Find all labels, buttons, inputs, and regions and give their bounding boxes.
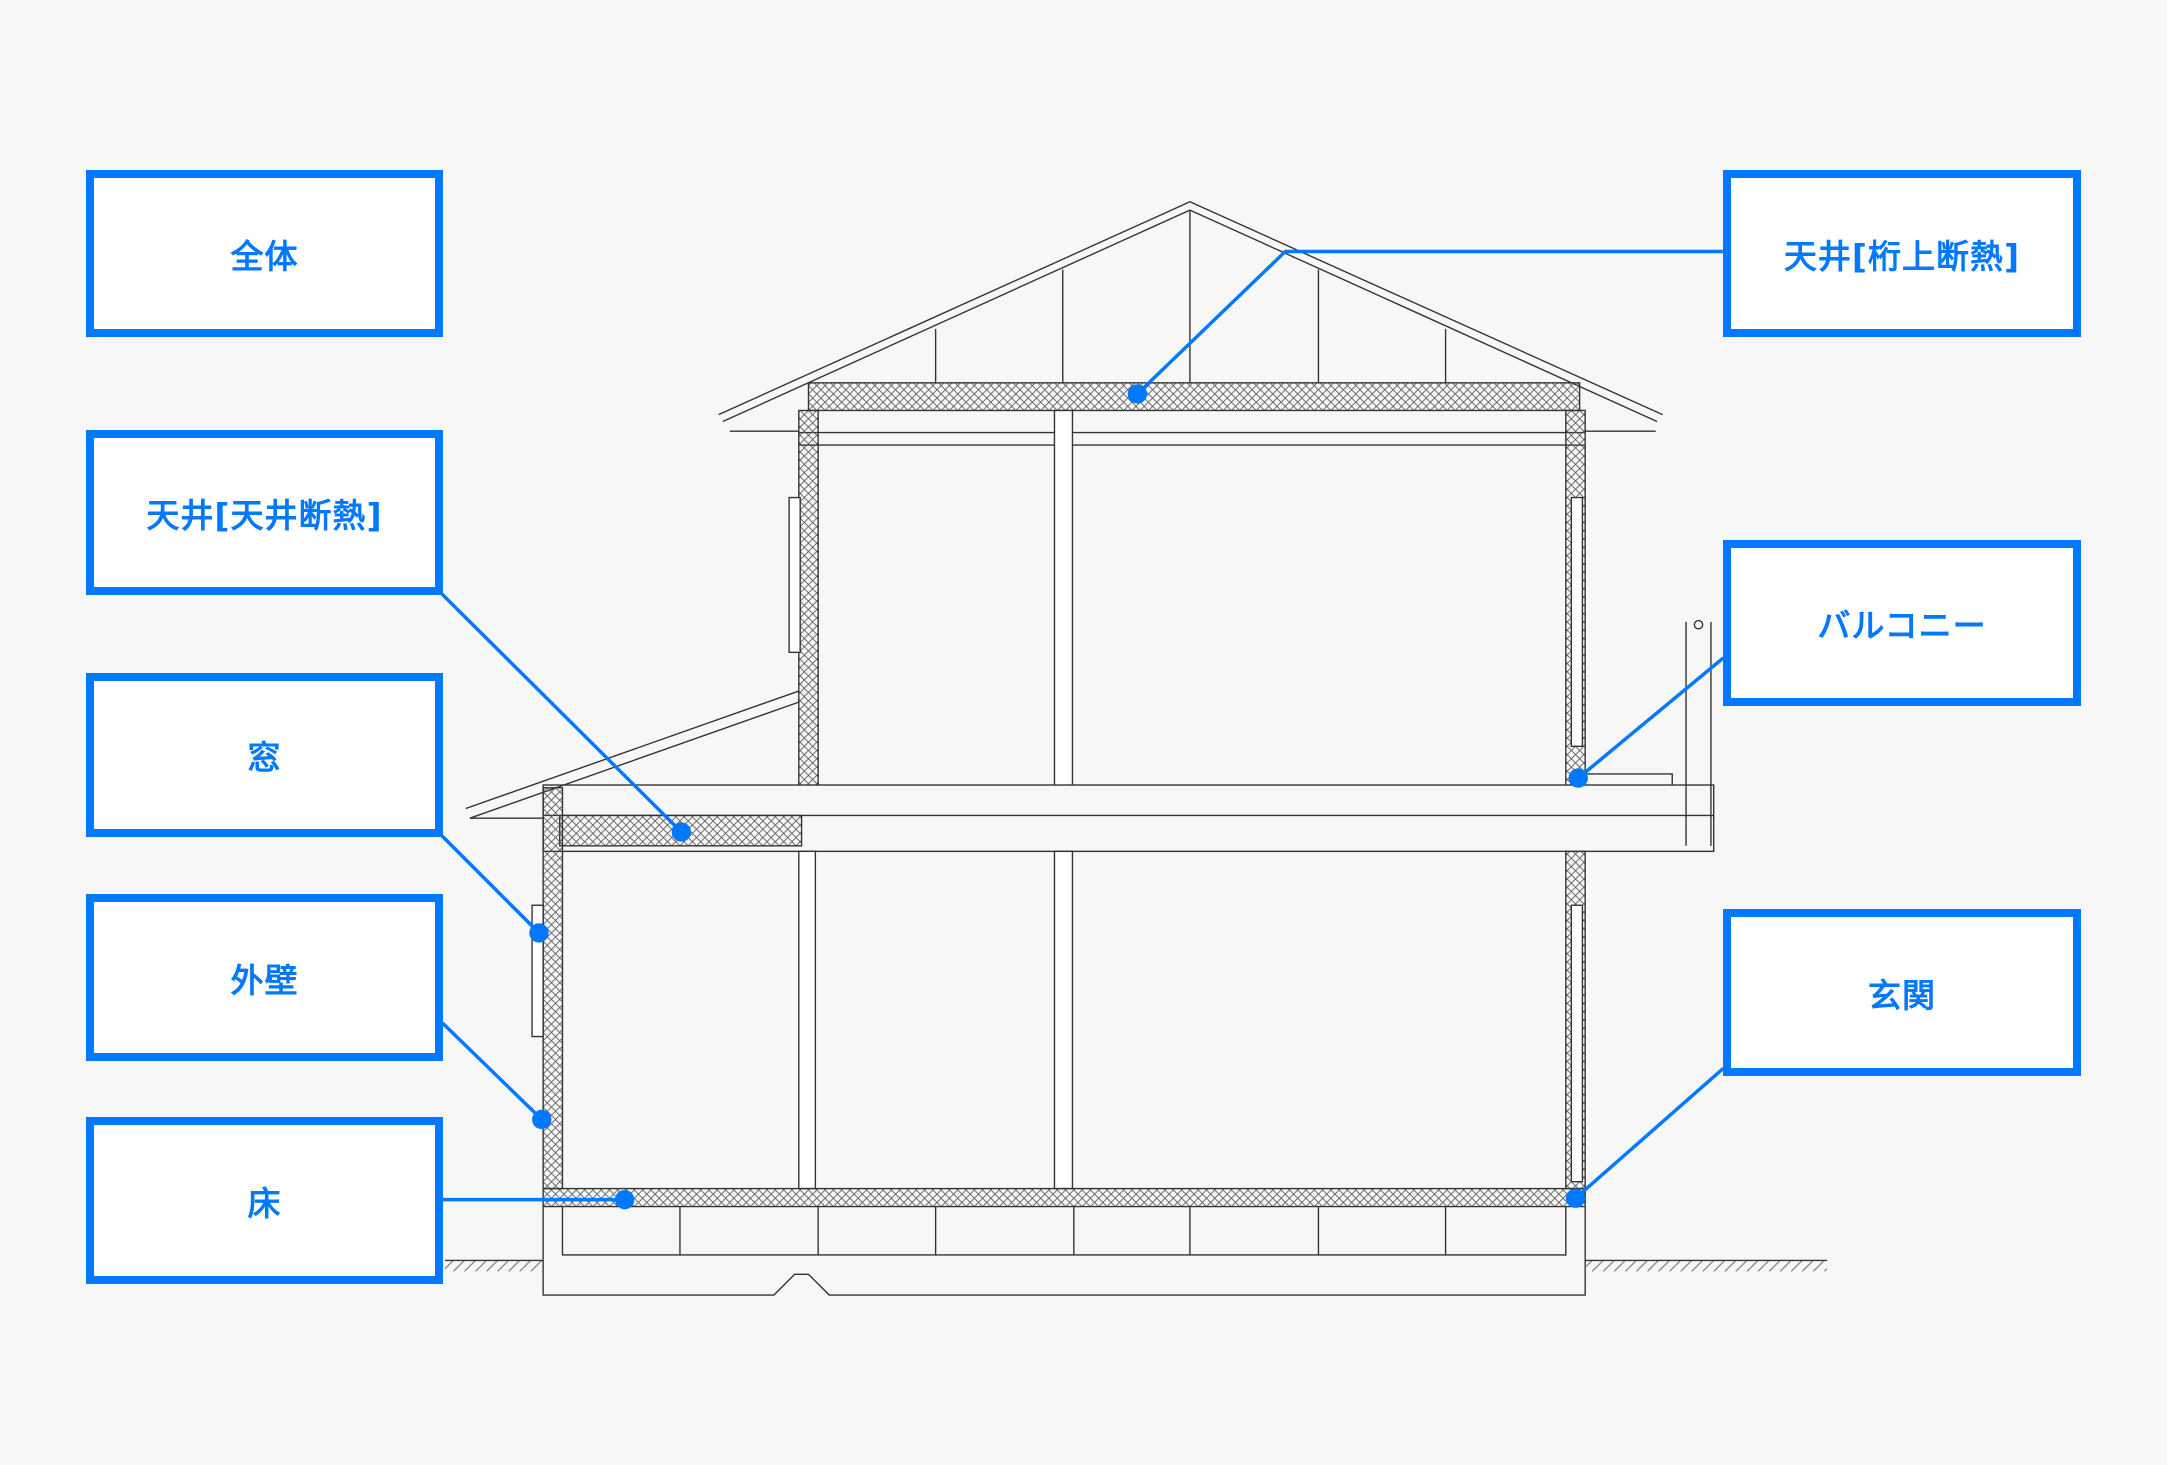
lower-walls: [531, 787, 1586, 1190]
upper-walls: [788, 409, 1586, 788]
hotspot-balcony[interactable]: [1568, 768, 1588, 788]
hotspot-exterior-wall[interactable]: [532, 1109, 552, 1130]
leader-entrance: [1574, 1067, 1725, 1200]
foundation: [542, 1206, 1586, 1296]
lower-roof: [465, 690, 800, 819]
ground-left: [445, 1260, 544, 1272]
callout-label: 天井[天井断熱]: [146, 495, 383, 535]
callout-label: 外壁: [230, 960, 299, 1000]
callout-label: 天井[桁上断熱]: [1783, 236, 2021, 276]
second-floor: [542, 619, 1715, 853]
callout-floor[interactable]: 床: [86, 1117, 443, 1284]
hotspot-floor[interactable]: [614, 1189, 635, 1210]
main-roof: [718, 201, 1663, 432]
ground-floor-slab: [542, 1187, 1586, 1208]
callout-label: 全体: [230, 236, 299, 276]
leader-window: [441, 834, 541, 935]
callout-ceiling-insulation[interactable]: 天井[天井断熱]: [86, 430, 443, 595]
callout-ceiling-above-beam[interactable]: 天井[桁上断熱]: [1723, 170, 2081, 337]
callout-window[interactable]: 窓: [86, 673, 443, 837]
leader-balcony: [1577, 656, 1725, 780]
callout-entrance[interactable]: 玄関: [1723, 909, 2081, 1076]
leader-ceiling-insulation: [441, 593, 683, 834]
hotspot-entrance[interactable]: [1565, 1188, 1586, 1208]
ground-right: [1585, 1260, 1828, 1272]
leader-ceiling-above-beam: [1136, 249, 1724, 396]
callout-whole[interactable]: 全体: [86, 170, 443, 337]
leader-exterior-wall: [441, 1021, 543, 1121]
attic-insulation: [807, 382, 1581, 412]
callout-balcony[interactable]: バルコニー: [1723, 540, 2081, 706]
hotspot-ceiling-insulation[interactable]: [671, 822, 692, 842]
callout-label: 床: [247, 1183, 282, 1223]
callout-exterior-wall[interactable]: 外壁: [86, 894, 443, 1061]
callout-label: バルコニー: [1817, 606, 1987, 645]
hotspot-window[interactable]: [529, 923, 549, 943]
callout-label: 窓: [247, 738, 282, 777]
hotspot-ceiling-above-beam[interactable]: [1127, 384, 1148, 404]
callout-label: 玄関: [1868, 975, 1936, 1015]
